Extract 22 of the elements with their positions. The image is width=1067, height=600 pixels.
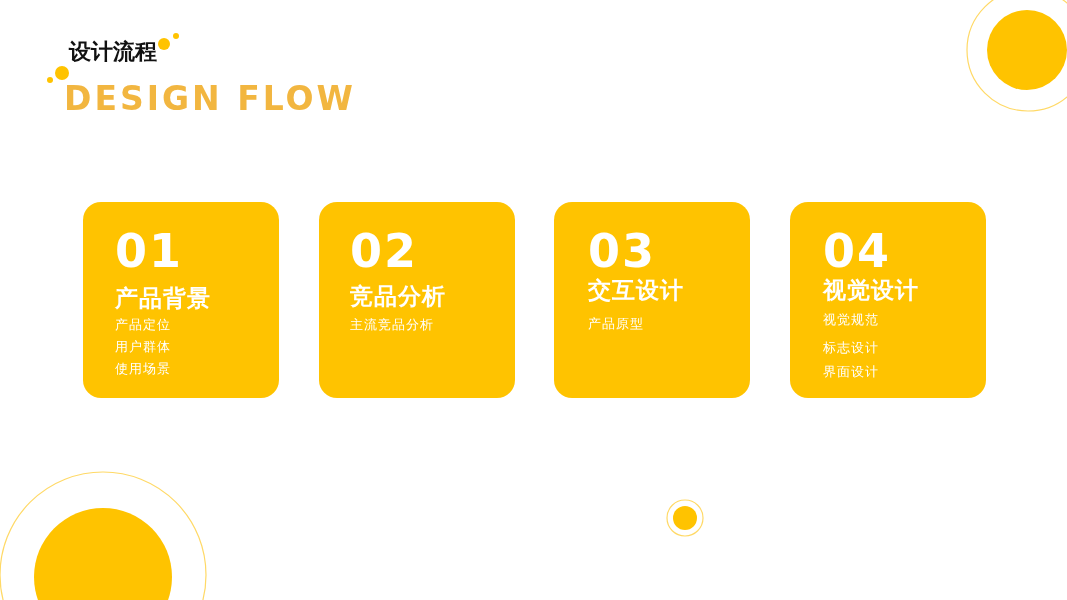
step-item: 使用场景 (115, 360, 171, 378)
step-number: 04 (823, 226, 891, 276)
step-number: 01 (115, 226, 183, 276)
step-title: 竞品分析 (350, 282, 446, 311)
step-item: 界面设计 (823, 363, 879, 381)
step-title: 视觉设计 (823, 276, 919, 305)
step-item: 主流竞品分析 (350, 316, 434, 334)
step-card (790, 202, 986, 398)
step-card (319, 202, 515, 398)
step-card (83, 202, 279, 398)
step-number: 03 (588, 226, 656, 276)
step-item: 用户群体 (115, 338, 171, 356)
page-title: 设计流程 (69, 40, 157, 64)
step-title: 产品背景 (115, 284, 211, 313)
step-item: 视觉规范 (823, 311, 879, 329)
step-item: 产品定位 (115, 316, 171, 334)
step-number: 02 (350, 226, 418, 276)
step-title: 交互设计 (588, 276, 684, 305)
step-card (554, 202, 750, 398)
subtitle-text: DESIGN FLOW (64, 79, 357, 119)
step-item: 标志设计 (823, 339, 879, 357)
step-item: 产品原型 (588, 315, 644, 333)
